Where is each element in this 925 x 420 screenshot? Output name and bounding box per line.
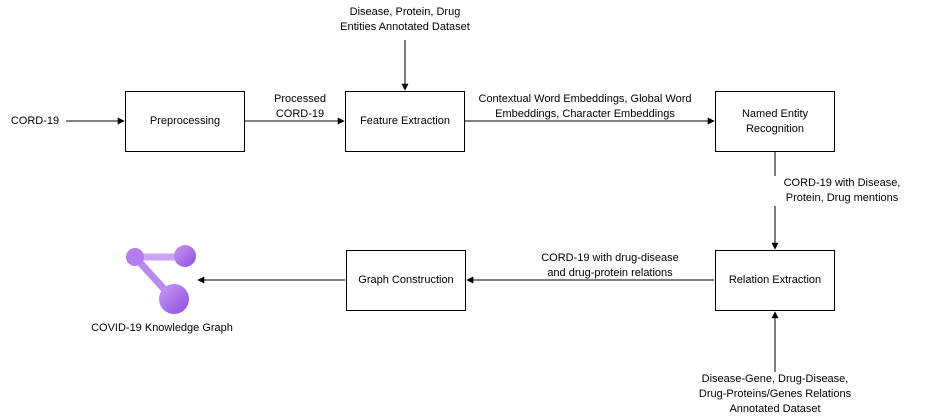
graph-construction-box: Graph Construction [346, 250, 466, 311]
relations-label: CORD-19 with drug-disease and drug-prote… [541, 252, 679, 279]
relation-extraction-box: Relation Extraction [715, 250, 835, 311]
entity-mentions-label: CORD-19 with Disease, Protein, Drug ment… [770, 176, 914, 206]
knowledge-graph-label: COVID-19 Knowledge Graph [91, 322, 233, 334]
entities-dataset-label: Disease, Protein, Drug Entities Annotate… [340, 6, 470, 33]
processed-cord19-label: Processed CORD-19 [274, 93, 326, 120]
ner-label-line-1: Named Entity [741, 107, 809, 120]
embeddings-label: Contextual Word Embeddings, Global Word … [478, 93, 692, 120]
preprocessing-box: Preprocessing [125, 91, 245, 152]
graph-construction-label: Graph Construction [358, 274, 454, 286]
feature-extraction-box: Feature Extraction [345, 91, 465, 152]
cord19-input-label: CORD-19 [4, 114, 66, 129]
ner-label-line-2: Recognition [745, 122, 805, 135]
named-entity-recognition-box: Named Entity Recognition [715, 91, 835, 152]
graph-nodes-icon [126, 245, 196, 314]
relation-extraction-label: Relation Extraction [728, 274, 822, 286]
feature-extraction-label: Feature Extraction [360, 115, 450, 127]
preprocessing-label: Preprocessing [149, 115, 221, 127]
relations-dataset-label: Disease-Gene, Drug-Disease, Drug-Protein… [680, 372, 870, 417]
